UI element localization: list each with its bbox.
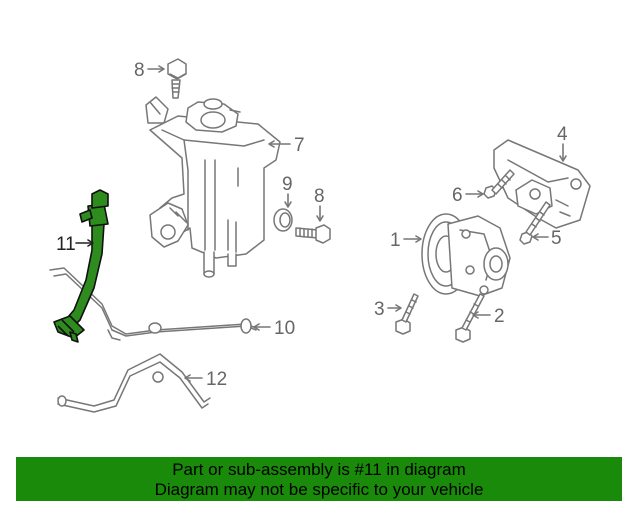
callout-5[interactable]: 5 — [551, 228, 562, 249]
part-12-line[interactable] — [57, 353, 211, 413]
callout-5-arrow — [532, 233, 539, 241]
callout-3-arrow — [395, 304, 402, 312]
part-8-bolt-lower[interactable] — [295, 224, 331, 244]
part-3-bolt[interactable] — [395, 293, 419, 335]
parts-diagram: 8 7 9 — [49, 58, 591, 413]
callout-4-arrow — [559, 155, 567, 162]
part-8-bolt-top[interactable] — [167, 58, 187, 99]
part-10-line[interactable] — [49, 267, 257, 341]
callout-2-arrow — [472, 311, 479, 319]
callout-3[interactable]: 3 — [374, 299, 385, 320]
callout-1[interactable]: 1 — [390, 230, 401, 251]
callout-12-arrow — [184, 374, 191, 382]
banner-line-2: Diagram may not be specific to your vehi… — [154, 480, 484, 499]
callout-7-arrow — [268, 140, 275, 148]
info-banner: Part or sub-assembly is #11 in diagram D… — [16, 457, 622, 501]
part-1-pump[interactable] — [421, 213, 511, 297]
callout-8a[interactable]: 8 — [134, 60, 145, 81]
callout-11-arrow — [87, 239, 94, 247]
callout-9-arrow — [284, 201, 292, 208]
callout-6[interactable]: 6 — [452, 185, 463, 206]
part-6-bolt[interactable] — [483, 169, 515, 199]
part-11-hose-highlighted[interactable] — [53, 189, 109, 343]
callout-7[interactable]: 7 — [294, 135, 305, 156]
callout-1-arrow — [415, 235, 422, 243]
callout-8a-arrow — [158, 65, 165, 73]
part-9-grommet[interactable] — [273, 208, 293, 232]
callout-10-arrow — [253, 323, 260, 331]
callout-2[interactable]: 2 — [494, 306, 505, 327]
banner-line-1: Part or sub-assembly is #11 in diagram — [172, 460, 466, 479]
callout-4[interactable]: 4 — [557, 124, 568, 145]
callout-9[interactable]: 9 — [282, 174, 293, 195]
callout-8b[interactable]: 8 — [314, 186, 325, 207]
callout-10[interactable]: 10 — [274, 318, 295, 339]
callout-6-arrow — [477, 190, 484, 198]
callout-11[interactable]: 11 — [56, 234, 76, 255]
part-2-bolt[interactable] — [455, 293, 485, 343]
part-7-reservoir[interactable] — [145, 96, 281, 278]
part-5-bolt[interactable] — [519, 201, 551, 245]
callout-8b-arrow — [316, 215, 324, 222]
callout-12[interactable]: 12 — [206, 369, 227, 390]
parts-diagram-svg: 8 7 9 — [49, 58, 591, 413]
